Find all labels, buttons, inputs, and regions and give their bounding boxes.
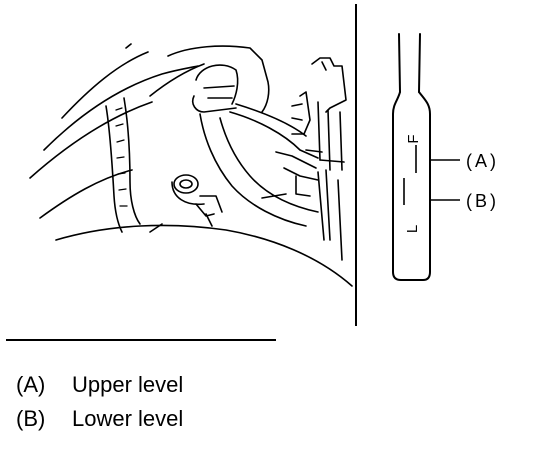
legend-key: (A) (16, 372, 46, 397)
legend-item-upper-level: (A) Upper level (16, 368, 316, 402)
legend-label: Lower level (72, 406, 184, 431)
dipstick-mark-f: F (405, 134, 422, 143)
legend-item-lower-level: (B) Lower level (16, 402, 316, 436)
dipstick-level-marks (403, 145, 417, 205)
callout-a-label: (A) (466, 151, 499, 171)
callout-b-label: (B) (466, 191, 499, 211)
housing-ribs (115, 107, 128, 207)
engine-bay-drawing (29, 43, 353, 287)
dipstick-mark-l: L (404, 225, 421, 233)
dipstick (392, 33, 431, 281)
legend-label: Upper level (72, 372, 184, 397)
legend: (A) Upper level (B) Lower level (16, 368, 316, 436)
legend-key: (B) (16, 406, 46, 431)
